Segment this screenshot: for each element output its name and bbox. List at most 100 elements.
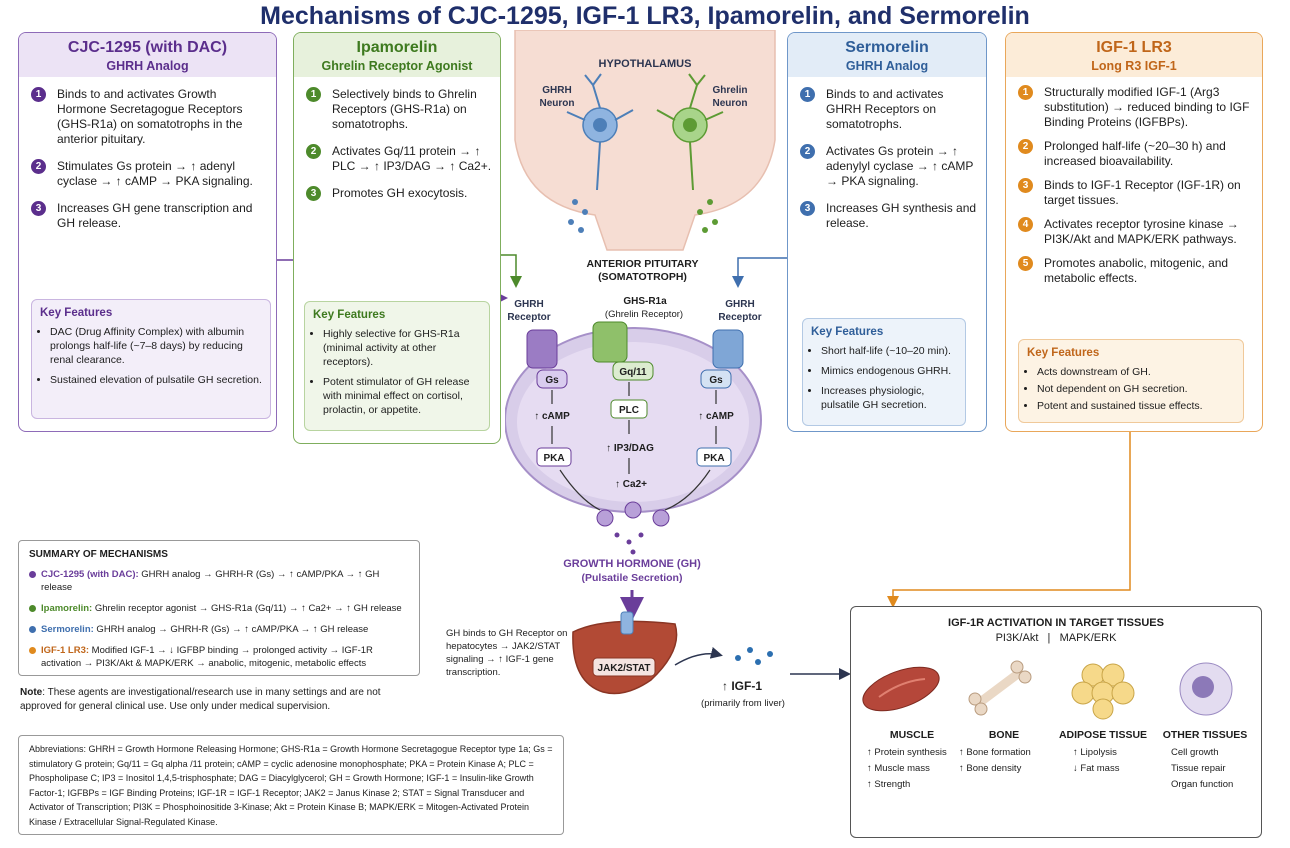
summary-title: SUMMARY OF MECHANISMS xyxy=(29,549,168,560)
gh-sublabel: (Pulsatile Secretion) xyxy=(581,572,683,584)
gq-box xyxy=(612,361,654,381)
gh-receptor-icon xyxy=(620,611,634,635)
gs-box-right xyxy=(700,369,732,389)
pka-box-right xyxy=(696,447,732,467)
igf1-label: ↑ IGF-1 xyxy=(721,679,762,693)
gh-label: GROWTH HORMONE (GH) xyxy=(563,558,701,570)
cjc-subtitle: GHRH Analog xyxy=(106,59,189,73)
tissue-adipose: ADIPOSE TISSUE ↑ Lipolysis ↓ Fat mass xyxy=(1058,729,1148,774)
pituitary-illustration xyxy=(505,30,776,555)
igf-header: IGF-1 LR3 Long R3 IGF-1 xyxy=(1006,33,1262,77)
igf1-sublabel: (primarily from liver) xyxy=(701,698,785,709)
ghrelin-neuron-label: Ghrelin Neuron xyxy=(712,85,748,109)
summary-row-igf: IGF-1 LR3: Modified IGF-1 → ↓ IGFBP bind… xyxy=(29,644,409,670)
summary-row-cjc: CJC-1295 (with DAC): GHRH analog → GHRH-… xyxy=(29,568,409,594)
liver-arrow xyxy=(674,646,723,666)
cjc-receptor-icon xyxy=(526,329,558,369)
ghrh-vesicles xyxy=(568,199,588,233)
igf-subtitle: Long R3 IGF-1 xyxy=(1091,59,1177,73)
pka-label-left: PKA xyxy=(543,453,565,464)
gs-label-left: Gs xyxy=(545,375,559,386)
ser-header: Sermorelin GHRH Analog xyxy=(788,33,986,77)
cjc-header: CJC-1295 (with DAC) GHRH Analog xyxy=(19,33,276,77)
plc-label: PLC xyxy=(619,405,639,416)
pka-box-left xyxy=(536,447,572,467)
ser-key-features: Key Features Short half-life (~10–20 min… xyxy=(802,318,966,426)
ser-arrow xyxy=(732,257,790,288)
ipa-header: Ipamorelin Ghrelin Receptor Agonist xyxy=(294,33,500,77)
muscle-icon xyxy=(862,666,940,712)
ghsr-sublabel: (Ghrelin Receptor) xyxy=(604,309,684,320)
gh-molecules xyxy=(614,532,644,555)
liver-illustration xyxy=(572,611,678,695)
ghrh-neuron-label: GHRH Neuron xyxy=(539,85,575,109)
summary-row-ipa: Ipamorelin: Ghrelin receptor agonist → G… xyxy=(29,602,409,615)
cjc-title: CJC-1295 (with DAC) xyxy=(67,39,228,56)
note-text: Note: These agents are investigational/r… xyxy=(20,687,381,712)
ser-receptor-icon xyxy=(712,329,744,369)
hypothalamus-label: HYPOTHALAMUS xyxy=(598,58,692,70)
camp-label-right: ↑ cAMP xyxy=(698,411,734,422)
tissue-muscle: MUSCLE ↑ Protein synthesis ↑ Muscle mass… xyxy=(867,729,947,790)
ghrelin-vesicles xyxy=(697,199,718,233)
plc-box xyxy=(610,399,648,419)
liver-note: GH binds to GH Receptor on hepatocytes →… xyxy=(446,628,568,678)
target-tissues-panel: IGF-1R ACTIVATION IN TARGET TISSUES PI3K… xyxy=(850,606,1262,838)
tissue-other: OTHER TISSUES Cell growth Tissue repair … xyxy=(1162,729,1248,790)
tissue-bone: BONE ↑ Bone formation ↑ Bone density xyxy=(959,729,1031,774)
gs-box-left xyxy=(536,369,568,389)
gs-label-right: Gs xyxy=(709,375,723,386)
ca-label: ↑ Ca2+ xyxy=(615,479,647,490)
ghrh-receptor-label-right: GHRH Receptor xyxy=(718,299,762,323)
page-title: Mechanisms of CJC-1295, IGF-1 LR3, Ipamo… xyxy=(260,2,1030,30)
tissues-title: IGF-1R ACTIVATION IN TARGET TISSUES xyxy=(948,617,1164,629)
ghsr-label: GHS-R1a xyxy=(623,296,667,307)
pituitary-label: ANTERIOR PITUITARY (SOMATOTROPH) xyxy=(586,258,699,283)
tissues-subtitle: PI3K/Akt | MAPK/ERK xyxy=(995,632,1117,644)
gq-label: Gq/11 xyxy=(619,367,647,378)
hypothalamus-shape xyxy=(514,30,776,251)
ghrh-receptor-label-left: GHRH Receptor xyxy=(507,299,551,323)
gh-granules xyxy=(596,501,670,527)
jak-stat-label: JAK2/STAT xyxy=(597,663,651,674)
ser-title: Sermorelin xyxy=(845,39,929,56)
ser-subtitle: GHRH Analog xyxy=(845,59,929,73)
abbreviations-box: Abbreviations: GHRH = Growth Hormone Rel… xyxy=(18,735,564,835)
ipa-subtitle: Ghrelin Receptor Agonist xyxy=(321,59,473,73)
cjc-key-features: Key Features DAC (Drug Affinity Complex)… xyxy=(31,299,271,419)
igf1-molecules xyxy=(735,647,773,665)
summary-row-ser: Sermorelin: GHRH analog → GHRH-R (Gs) → … xyxy=(29,623,409,636)
summary-box: SUMMARY OF MECHANISMS CJC-1295 (with DAC… xyxy=(18,540,420,676)
abbreviations-text: Abbreviations: GHRH = Growth Hormone Rel… xyxy=(29,744,553,827)
ghsr-receptor-icon xyxy=(592,321,628,363)
ip3-label: ↑ IP3/DAG xyxy=(606,443,654,454)
adipose-icon xyxy=(1071,663,1135,720)
igf-key-features: Key Features Acts downstream of GH. Not … xyxy=(1018,339,1244,423)
pka-label-right: PKA xyxy=(703,453,725,464)
ipa-key-features: Key Features Highly selective for GHS-R1… xyxy=(304,301,490,431)
ipa-arrow xyxy=(500,254,522,288)
tissue-icons xyxy=(862,660,1233,720)
camp-label-left: ↑ cAMP xyxy=(534,411,570,422)
